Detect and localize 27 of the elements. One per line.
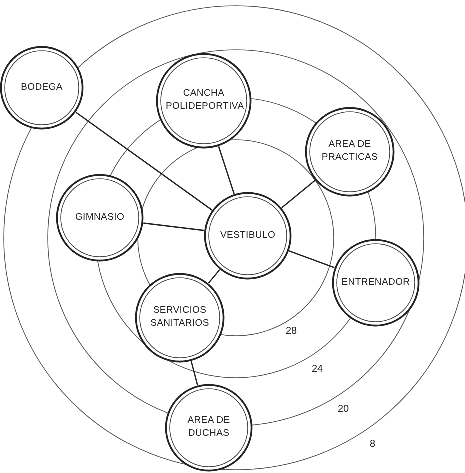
room-name: VESTIBULO bbox=[220, 230, 276, 242]
room-circle bbox=[135, 273, 225, 363]
connector-line bbox=[76, 112, 213, 211]
room-circle bbox=[56, 174, 144, 262]
room-circle bbox=[204, 192, 292, 280]
room-name: SERVICIOS SANITARIOS bbox=[150, 305, 210, 331]
room-name: GIMNASIO bbox=[75, 212, 125, 224]
room-name: ENTRENADOR bbox=[342, 276, 410, 290]
room-circle bbox=[165, 384, 253, 472]
room-name: BODEGA bbox=[21, 82, 63, 94]
connector-line bbox=[218, 146, 235, 194]
ring-dimension-label: 8 bbox=[370, 439, 376, 450]
connector-line bbox=[208, 269, 220, 284]
connector-line bbox=[289, 250, 335, 268]
ring-dimension-label: 28 bbox=[286, 326, 298, 337]
ring-dimension-label: 20 bbox=[338, 404, 350, 415]
ring-dimension-label: 24 bbox=[312, 364, 324, 375]
room-name: AREA DE PRACTICAS bbox=[320, 139, 380, 165]
room-name: CANCHA POLIDEPORTIVA bbox=[166, 88, 242, 114]
connector-line bbox=[282, 180, 316, 209]
connector-line bbox=[190, 361, 198, 386]
room-circle bbox=[0, 46, 84, 130]
room-circle bbox=[156, 53, 252, 149]
room-circle bbox=[332, 239, 420, 327]
connector-line bbox=[144, 222, 204, 232]
room-name: AREA DE DUCHAS bbox=[186, 415, 232, 441]
room-circle bbox=[305, 107, 395, 197]
